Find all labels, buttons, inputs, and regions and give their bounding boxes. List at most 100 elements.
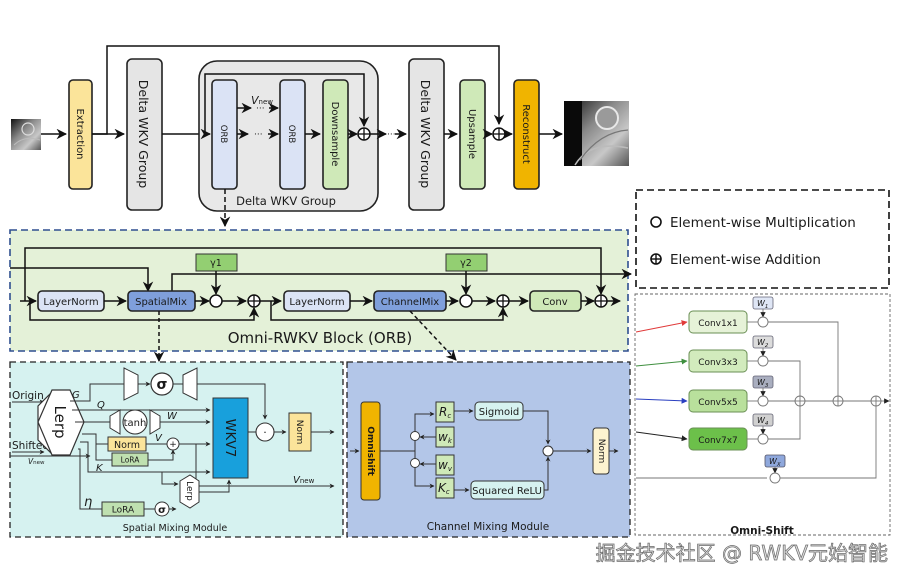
v-norm-label: Norm	[114, 440, 140, 451]
legend-item-addition: Element-wise Addition	[650, 252, 821, 268]
wv-block	[435, 454, 455, 476]
wkv7-label: WKV7	[222, 419, 237, 458]
spatialmix-label: SpatialMix	[135, 297, 187, 308]
watermark: 掘金技术社区 @ RWKV元始智能	[596, 541, 888, 565]
layernorm-2-label: LayerNorm	[289, 297, 344, 308]
weight-mult-node-1	[757, 316, 769, 328]
orb-add-node-1	[247, 294, 261, 308]
downsample-label: Downsample	[329, 102, 340, 167]
rc-label: Rc	[439, 405, 451, 420]
delta-wkv-group-left-label: Delta WKV Group	[136, 80, 151, 189]
orb-mult-node-1	[209, 294, 223, 308]
kc-block	[435, 477, 455, 499]
legend-item-multiplication: Element-wise Multiplication	[650, 215, 856, 231]
w-up-projection	[149, 409, 161, 435]
conv-label-4: Conv7x7	[698, 436, 738, 446]
orb-add-node-3	[594, 294, 608, 308]
lora-v-label: LoRA	[121, 456, 141, 465]
rc-block	[435, 401, 455, 423]
output-mult-label: ·	[263, 426, 267, 439]
channelmix-expand-connector	[409, 310, 457, 361]
g-down-projection	[123, 367, 139, 401]
orb-block-title: Omni-RWKV Block (ORB)	[228, 329, 413, 347]
orb-1-label: ORB	[218, 125, 228, 144]
legend-label-addition: Element-wise Addition	[670, 252, 821, 268]
top-pipeline: Extraction Delta WKV Group ORB Vnew ··· …	[11, 45, 629, 212]
channel-mixing-module: Omnishift Rc wk wv Kc Sigmoid Squared Re…	[346, 361, 631, 538]
orb-add-node-2	[496, 294, 510, 308]
w-down-projection	[109, 409, 121, 435]
conv-label: Conv	[542, 297, 567, 308]
sigmoid-label: Sigmoid	[479, 407, 519, 418]
gamma1-label: γ1	[210, 258, 222, 269]
lerp-2-node	[179, 474, 200, 509]
reconstruct-label: Reconstruct	[520, 104, 531, 164]
eta-label: η	[84, 495, 92, 510]
legend: Element-wise Multiplication Element-wise…	[635, 189, 890, 289]
extraction-label: Extraction	[74, 108, 85, 159]
w-label: W	[167, 411, 178, 422]
multiplication-icon	[650, 216, 662, 228]
orb-mult-node-2	[459, 294, 473, 308]
upsample-label: Upsample	[466, 109, 477, 159]
layernorm-1-label: LayerNorm	[43, 297, 98, 308]
pipeline-dots: ···	[387, 130, 396, 140]
weight-label-4: W4	[757, 416, 769, 427]
lerp-2-label: Lerp	[184, 481, 194, 501]
tanh-label: tanh	[124, 418, 147, 429]
q-label: Q	[97, 400, 105, 411]
conv-label-3: Conv5x5	[698, 398, 738, 408]
path-w4	[768, 406, 801, 440]
weight-label-1: W1	[757, 299, 768, 310]
lerp-label: Lerp	[51, 405, 69, 438]
orb-n-label: ORB	[286, 125, 296, 144]
shifted-label: Shifted	[12, 440, 49, 452]
omni-input-line-1	[635, 320, 688, 333]
wv-label: wv	[438, 458, 453, 473]
channel-mult-node	[542, 445, 554, 457]
kc-label: Kc	[438, 481, 450, 496]
orb-dots: ···	[254, 130, 263, 140]
vnew-output-label: Vnew	[293, 475, 315, 486]
path-w1	[768, 321, 839, 396]
group-skip-connection	[204, 73, 370, 134]
weight-mult-node-4	[757, 433, 769, 445]
weight-mult-node-3	[757, 395, 769, 407]
orb-panel: LayerNorm SpatialMix γ1 LayerNorm Channe…	[9, 229, 633, 352]
omni-input-line-2	[635, 358, 688, 367]
k-label: K	[96, 463, 104, 474]
wv-mult-node	[410, 458, 420, 468]
spatial-mixing-title: Spatial Mixing Module	[123, 523, 228, 534]
input-mri-image	[11, 119, 41, 150]
output-norm-label: Norm	[294, 420, 304, 445]
g-label: G	[72, 390, 80, 401]
eta-sigma-label: σ	[158, 505, 166, 516]
omni-shift-title: Omni-Shift	[730, 525, 794, 537]
squared-relu-label: Squared ReLU	[472, 486, 542, 497]
v-add-label: +	[169, 440, 177, 450]
gamma2-label: γ2	[460, 258, 472, 269]
weight-label-2: W2	[757, 338, 769, 349]
channelmix-label: ChannelMix	[381, 297, 439, 308]
omni-input-line-3	[635, 397, 688, 404]
tanh-node	[122, 409, 148, 435]
wk-mult-node	[410, 431, 420, 441]
vnew-input-label: Vnew	[28, 457, 45, 466]
expanded-group-title: Delta WKV Group	[236, 194, 336, 208]
output-mri-image	[564, 101, 629, 166]
channel-norm-label: Norm	[596, 439, 606, 464]
global-addition-node	[492, 127, 506, 141]
g-up-projection	[182, 367, 198, 401]
weight-label-3: W3	[757, 378, 769, 389]
legend-label-multiplication: Element-wise Multiplication	[670, 215, 856, 231]
vnew-label: Vnew	[251, 94, 273, 107]
origin-label: Origin	[12, 390, 44, 402]
lora-eta-label: LoRA	[112, 506, 135, 516]
wkv7-block	[212, 397, 249, 479]
weight-mult-node-2	[757, 355, 769, 367]
identity-to-sum	[780, 406, 877, 479]
wk-label: wk	[438, 430, 453, 445]
conv-label-1: Conv1x1	[698, 319, 738, 329]
